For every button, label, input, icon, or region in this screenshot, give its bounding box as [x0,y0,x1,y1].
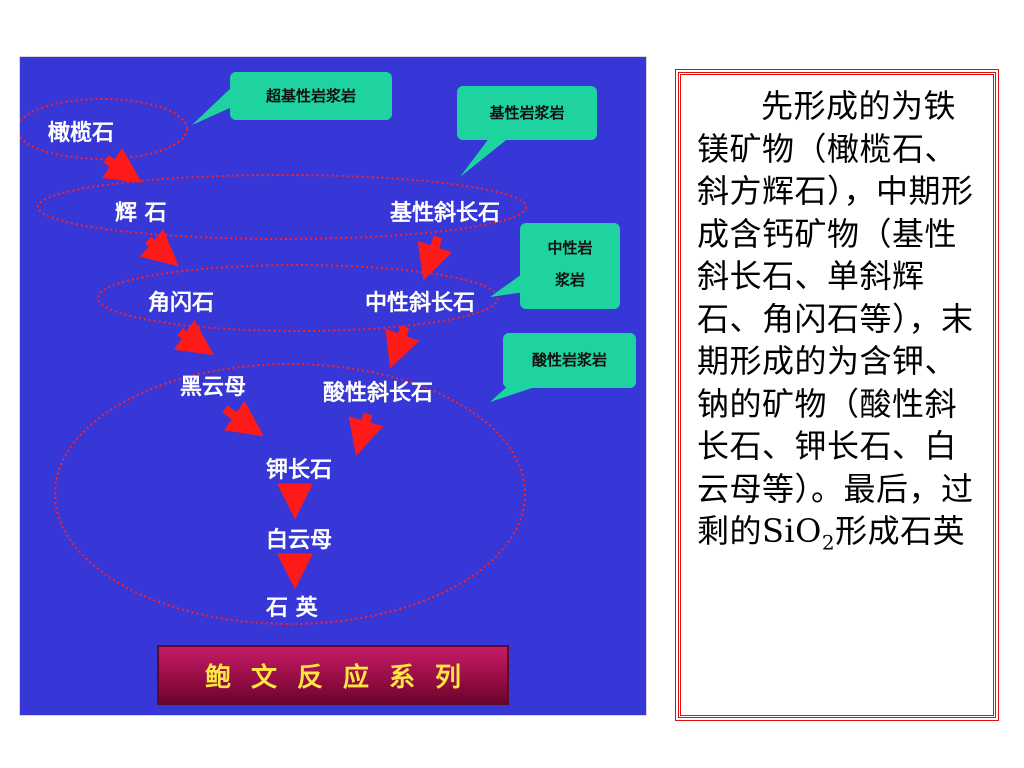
arrow-pyroxene-amphibole [139,229,179,267]
diagram-title-bar: 鲍文反应系列 [157,645,509,705]
arrow-olivine-pyroxene [102,148,142,183]
callout-basic-label: 基性岩浆岩 [489,104,565,122]
explanation-text-box: 先形成的为铁镁矿物（橄榄石、斜方辉石），中期形成含钙矿物（基性斜长石、单斜辉石、… [675,69,999,721]
arrow-basic-intermediate-plag [417,235,452,281]
explanation-subscript: 2 [821,530,836,555]
mineral-pyroxene: 辉 石 [115,201,167,226]
mineral-quartz: 石 英 [266,596,318,621]
callout-intermediate-label-1: 中性岩 [547,239,593,257]
callout-ultrabasic-label: 超基性岩浆岩 [265,87,356,105]
ellipse-ultrabasic [20,98,188,160]
arrow-acid-plag-kfeldspar [348,412,384,456]
callout-ultrabasic [192,72,392,125]
diagram-graphics [20,72,636,625]
bowen-reaction-diagram: 超基性岩浆岩 基性岩浆岩 中性岩 浆岩 酸性岩浆岩 橄榄石 辉 石 基性斜长石 … [19,56,647,716]
mineral-muscovite: 白云母 [266,528,333,553]
callout-acid-label: 酸性岩浆岩 [531,351,607,369]
mineral-biotite: 黑云母 [180,375,247,400]
explanation-tail: 形成石英 [835,512,966,550]
mineral-amphibole: 角闪石 [148,291,215,316]
callout-intermediate [490,223,620,309]
ellipse-basic [37,174,527,240]
mineral-basic-plagioclase: 基性斜长石 [390,201,501,226]
mineral-olivine: 橄榄石 [48,121,115,146]
arrow-amphibole-biotite [174,319,214,356]
callout-intermediate-label-2: 浆岩 [554,271,585,289]
reaction-arrows [102,148,452,590]
callout-acid [490,333,636,402]
mineral-acid-plagioclase: 酸性斜长石 [323,381,434,406]
explanation-main: 先形成的为铁镁矿物（橄榄石、斜方辉石），中期形成含钙矿物（基性斜长石、单斜辉石、… [697,87,974,550]
diagram-title: 鲍文反应系列 [204,662,481,693]
explanation-text: 先形成的为铁镁矿物（橄榄石、斜方辉石），中期形成含钙矿物（基性斜长石、单斜辉石、… [697,85,987,564]
ellipse-acid [54,363,526,625]
ellipse-intermediate [97,264,499,332]
callout-basic [457,86,597,177]
mineral-intermediate-plagioclase: 中性斜长石 [365,291,476,316]
arrow-biotite-kfeldspar [222,400,264,437]
mineral-k-feldspar: 钾长石 [266,458,333,483]
arrow-intermediate-acid-plag [385,325,420,369]
